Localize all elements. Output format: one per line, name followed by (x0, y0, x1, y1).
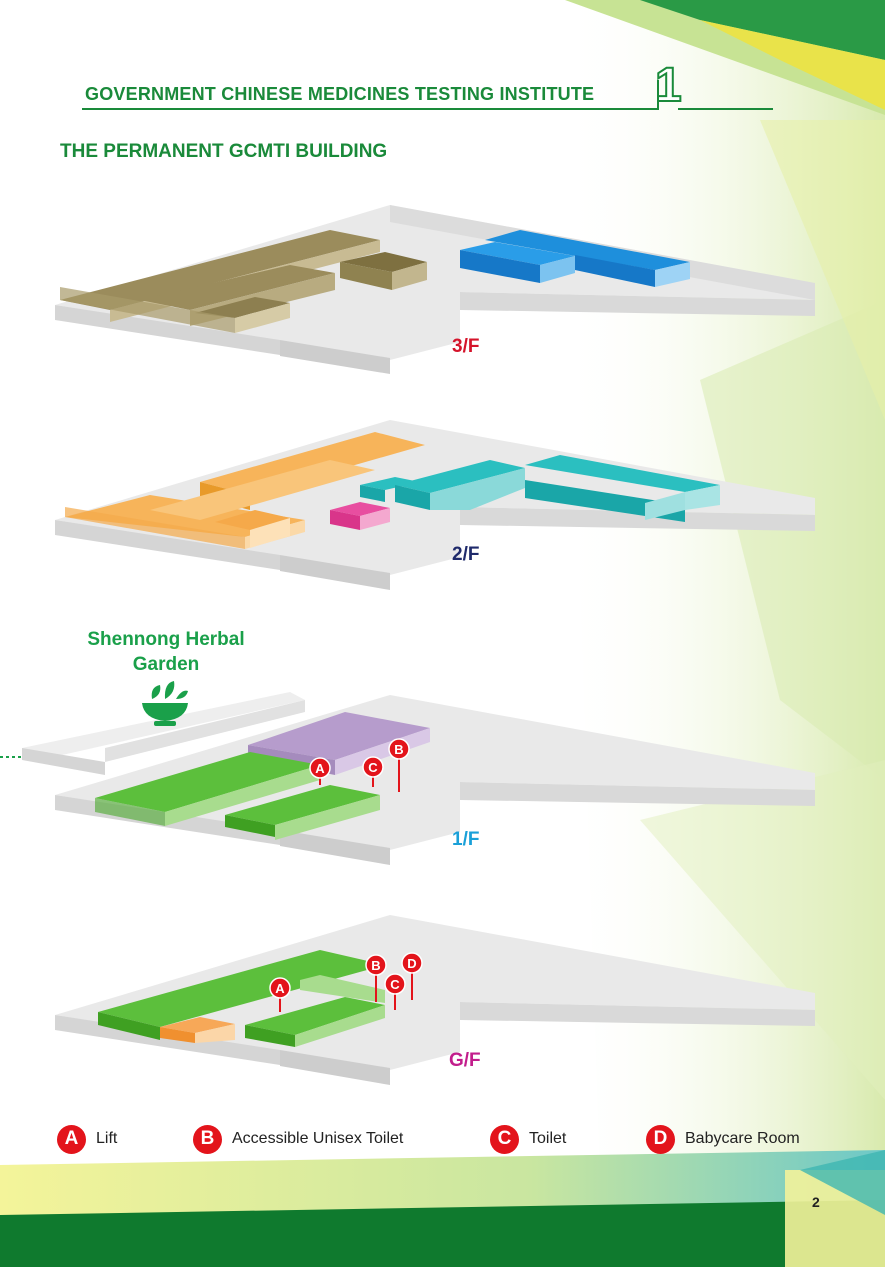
toilet-marker-letter: C (368, 760, 378, 775)
herbal-garden-label-line2: Garden (132, 653, 200, 675)
section-title: THE PERMANENT GCMTI BUILDING (60, 141, 388, 162)
floor-label-3f: 3/F (452, 336, 480, 357)
legend-item-toilet: C Toilet (490, 1123, 566, 1155)
institute-title: GOVERNMENT CHINESE MEDICINES TESTING INS… (85, 84, 595, 104)
lift-marker-letter: A (275, 981, 285, 996)
legend-label: Toilet (529, 1130, 567, 1147)
babycare-marker-letter: D (407, 956, 416, 971)
lift-marker-1f: A (309, 757, 331, 785)
lift-marker-gf: A (269, 977, 291, 1012)
accessible-toilet-marker-1f: B (388, 738, 410, 792)
legend-label: Accessible Unisex Toilet (232, 1130, 404, 1147)
floor-label-2f: 2/F (452, 544, 480, 565)
floor-1-plan (0, 692, 815, 865)
accessible-toilet-marker-gf: B (365, 954, 387, 1002)
floor-g-plan (55, 915, 815, 1085)
legend-item-lift: A Lift (57, 1123, 117, 1155)
lift-marker-letter: A (315, 761, 325, 776)
toilet-marker-letter: C (390, 977, 400, 992)
legend-label: Babycare Room (685, 1130, 800, 1147)
babycare-marker-gf: D (401, 952, 423, 1000)
legend-item-accessible-toilet: B Accessible Unisex Toilet (193, 1123, 403, 1155)
legend-badge: D (646, 1124, 675, 1154)
page-number: 2 (812, 1194, 820, 1210)
floor-2-plan (55, 420, 815, 590)
floor-label-gf: G/F (449, 1050, 481, 1071)
herbal-garden-label-line1: Shennong Herbal (87, 629, 245, 650)
herbal-garden-label: Shennong Herbal Garden (68, 628, 264, 677)
legend-badge: A (57, 1124, 86, 1154)
mortar-pestle-herb-icon (142, 681, 188, 726)
legend-item-babycare: D Babycare Room (646, 1123, 800, 1155)
legend-label: Lift (96, 1130, 118, 1147)
floor-label-1f: 1/F (452, 829, 480, 850)
toilet-marker-1f: C (362, 756, 384, 787)
legend-badge: C (490, 1124, 519, 1154)
header-underline (82, 80, 773, 110)
accessible-toilet-marker-letter: B (394, 742, 403, 757)
accessible-toilet-marker-letter: B (371, 958, 380, 973)
floor-3-plan (55, 205, 815, 374)
toilet-marker-gf: C (384, 973, 406, 1010)
legend-badge: B (193, 1124, 222, 1154)
